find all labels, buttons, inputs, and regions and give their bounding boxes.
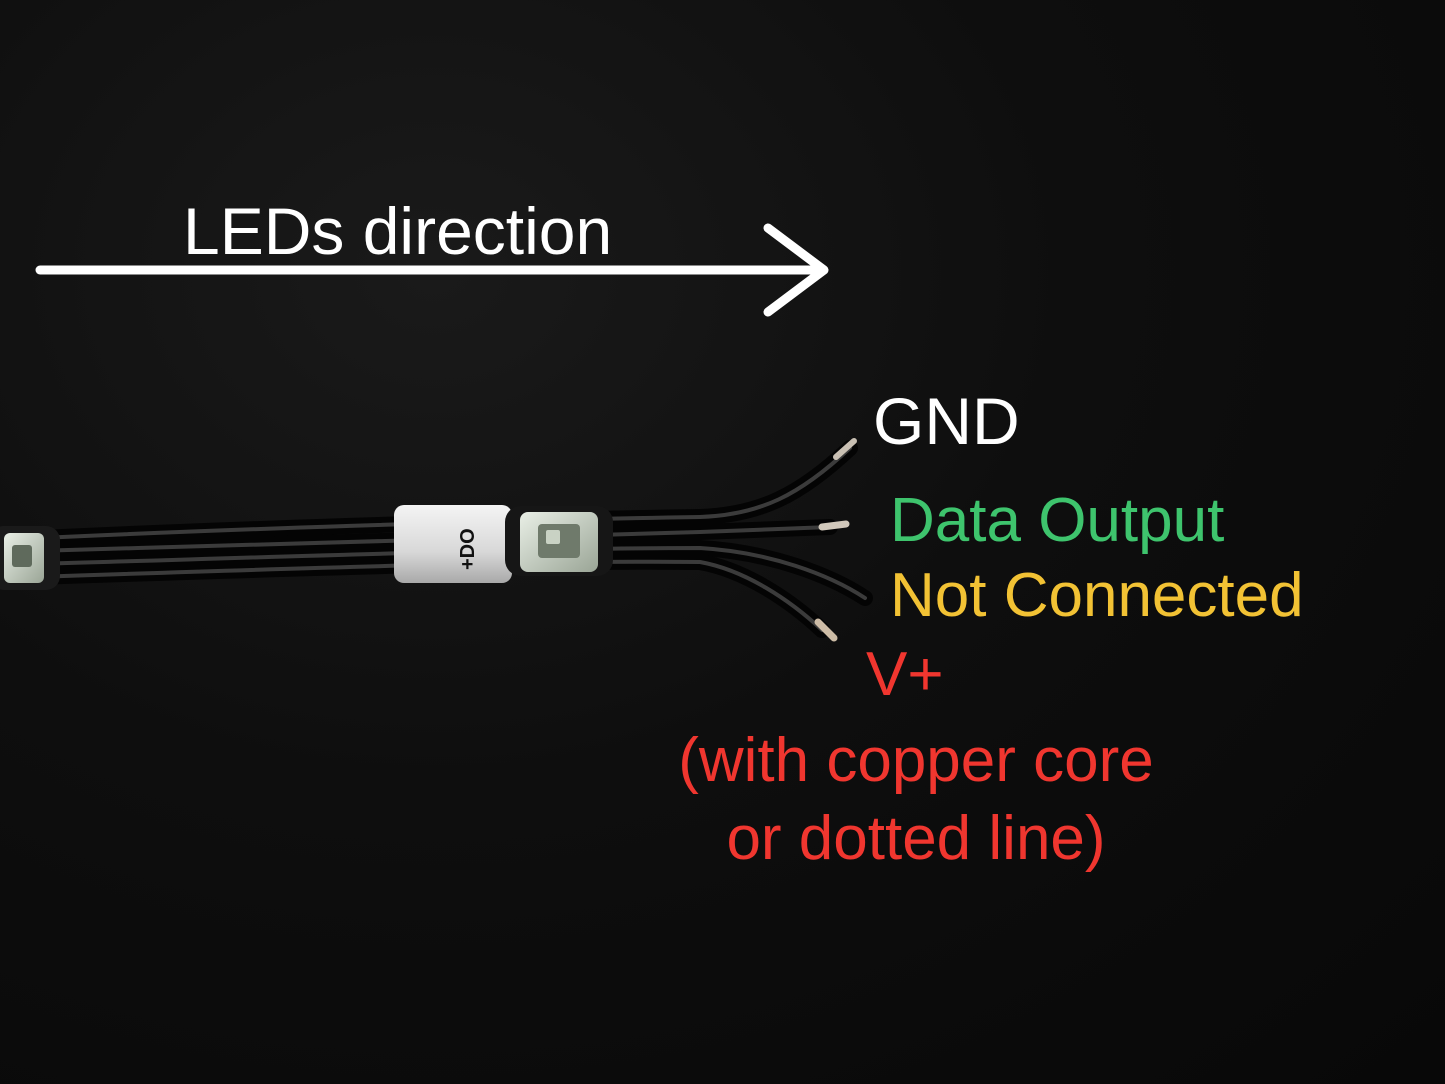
right-arrow-icon <box>35 223 829 317</box>
led-module-right <box>505 506 613 576</box>
vplus-note-line-2: or dotted line) <box>726 804 1106 874</box>
wire-tips <box>814 438 857 642</box>
not-connected-label: Not Connected <box>890 561 1304 630</box>
data-output-label: Data Output <box>890 486 1225 555</box>
shrink-tape-label: +DO <box>394 505 512 583</box>
tape-marking: +DO <box>457 528 479 570</box>
vplus-label: V+ <box>866 640 944 709</box>
vplus-note: (with copper core or dotted line) <box>636 722 1196 878</box>
gnd-label: GND <box>873 384 1020 458</box>
leds-direction-label: LEDs direction <box>183 194 613 268</box>
led-module-left <box>0 526 60 590</box>
vplus-note-line-1: (with copper core <box>678 726 1154 795</box>
